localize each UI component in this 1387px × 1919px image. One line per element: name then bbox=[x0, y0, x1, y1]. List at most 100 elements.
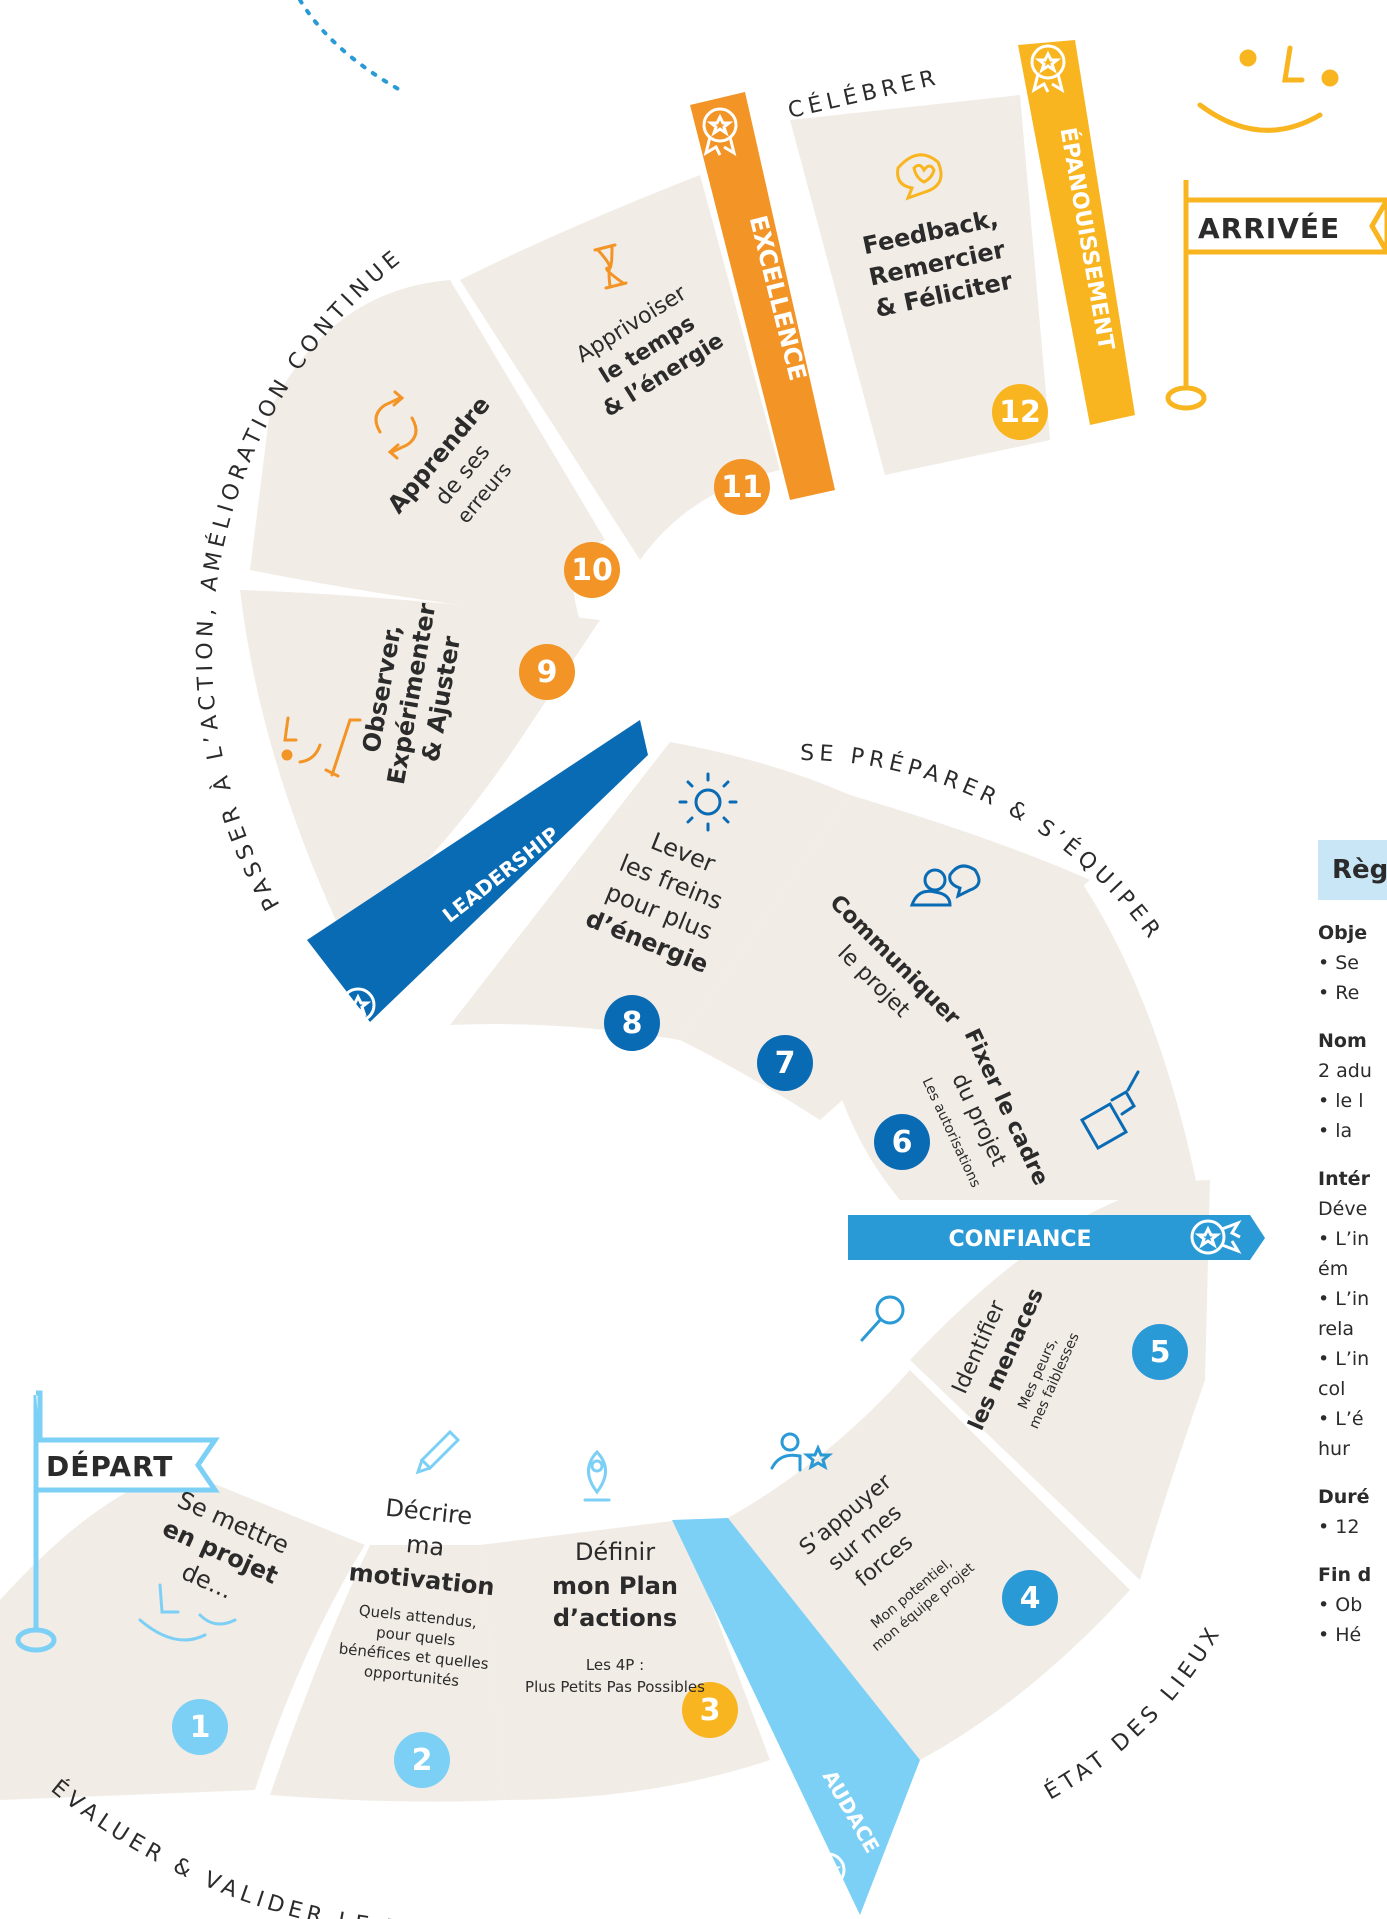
rules-item: • la bbox=[1318, 1120, 1353, 1142]
rules-fin: Fin d • Ob • Hé bbox=[1318, 1560, 1387, 1650]
step-number-4: 4 bbox=[1020, 1581, 1041, 1616]
card-2 bbox=[270, 1545, 505, 1802]
confiance-label: CONFIANCE bbox=[948, 1227, 1091, 1252]
step-number-8: 8 bbox=[622, 1006, 643, 1041]
smile-logo-icon bbox=[1197, 45, 1339, 133]
card-5 bbox=[910, 1180, 1210, 1580]
rules-interet: Intér Déve • L’in ém • L’in rela • L’in … bbox=[1318, 1164, 1387, 1464]
award-icon bbox=[324, 987, 376, 1023]
step-9-text: Observer, Expérimenter & Ajuster bbox=[357, 601, 466, 787]
number-circle-6 bbox=[874, 1114, 930, 1170]
svg-text:d’actions: d’actions bbox=[553, 1604, 677, 1632]
card-1 bbox=[0, 1470, 365, 1800]
award-icon bbox=[702, 107, 738, 157]
rules-item: • Hé bbox=[1318, 1624, 1362, 1646]
confiance-ribbon: CONFIANCE bbox=[848, 1215, 1265, 1260]
rules-item: • L’in bbox=[1318, 1348, 1370, 1370]
svg-text:Plus Petits Pas Possibles: Plus Petits Pas Possibles bbox=[525, 1678, 705, 1696]
number-circle-5 bbox=[1132, 1324, 1188, 1380]
arrivee-flag: ARRIVÉE bbox=[1165, 180, 1387, 411]
rules-heading: Fin d bbox=[1318, 1564, 1372, 1586]
rules-item: • Se bbox=[1318, 952, 1359, 974]
rules-objectif: Obje • Se • Re bbox=[1318, 918, 1387, 1008]
svg-text:ma: ma bbox=[405, 1530, 446, 1562]
rules-item: • Ob bbox=[1318, 1594, 1363, 1616]
number-circle-7 bbox=[757, 1035, 813, 1091]
number-circle-9 bbox=[519, 644, 575, 700]
number-circle-4 bbox=[1002, 1570, 1058, 1626]
rules-nombre: Nom 2 adu • le l • la bbox=[1318, 1026, 1387, 1146]
rules-heading: Nom bbox=[1318, 1030, 1367, 1052]
map-pin-icon bbox=[583, 1449, 611, 1502]
rules-heading: Duré bbox=[1318, 1486, 1370, 1508]
svg-text:Définir: Définir bbox=[575, 1538, 655, 1566]
rules-heading: Intér bbox=[1318, 1168, 1370, 1190]
refresh-icon bbox=[374, 390, 418, 460]
award-icon bbox=[810, 1852, 846, 1902]
rules-item: • le l bbox=[1318, 1090, 1364, 1112]
rules-duree: Duré • 12 bbox=[1318, 1482, 1387, 1542]
rules-title: Règ bbox=[1318, 840, 1387, 900]
paint-can-icon bbox=[1079, 1070, 1140, 1151]
depart-flag: DÉPART bbox=[15, 1390, 220, 1653]
step-number-11: 11 bbox=[721, 470, 763, 505]
smile-brush-icon bbox=[281, 716, 362, 778]
rules-item: ém bbox=[1318, 1258, 1349, 1280]
step-number-7: 7 bbox=[775, 1046, 796, 1081]
pencil-icon bbox=[415, 1429, 461, 1475]
rules-item: hur bbox=[1318, 1438, 1350, 1460]
card-10 bbox=[250, 280, 605, 620]
hourglass-icon bbox=[593, 243, 628, 290]
depart-label: DÉPART bbox=[46, 1449, 173, 1483]
rules-item: • L’in bbox=[1318, 1288, 1370, 1310]
number-circle-1 bbox=[172, 1699, 228, 1755]
user-star-icon bbox=[770, 1432, 834, 1472]
card-11 bbox=[460, 175, 780, 560]
rules-item: 2 adu bbox=[1318, 1060, 1372, 1082]
number-circle-3 bbox=[682, 1682, 738, 1738]
rules-item: col bbox=[1318, 1378, 1346, 1400]
step-number-9: 9 bbox=[537, 655, 558, 690]
rules-item: • Re bbox=[1318, 982, 1360, 1004]
arrivee-label: ARRIVÉE bbox=[1198, 211, 1340, 245]
svg-text:Décrire: Décrire bbox=[384, 1494, 474, 1531]
card-8 bbox=[450, 742, 850, 1040]
step-number-10: 10 bbox=[571, 553, 613, 588]
card-6 bbox=[830, 880, 1200, 1200]
card-9 bbox=[240, 590, 600, 940]
magnifier-icon bbox=[860, 1295, 905, 1342]
step-number-6: 6 bbox=[892, 1125, 913, 1160]
step-3-text: Définir mon Plan d’actions Les 4P : Plus… bbox=[525, 1538, 705, 1696]
number-circle-12 bbox=[992, 384, 1048, 440]
number-circle-2 bbox=[394, 1732, 450, 1788]
rules-item: • L’é bbox=[1318, 1408, 1364, 1430]
svg-text:Les 4P :: Les 4P : bbox=[586, 1656, 644, 1674]
step-number-2: 2 bbox=[412, 1743, 433, 1778]
rules-item: • 12 bbox=[1318, 1516, 1360, 1538]
heart-bubble-icon bbox=[896, 153, 943, 201]
svg-text:mon Plan: mon Plan bbox=[552, 1572, 678, 1600]
step-number-3: 3 bbox=[700, 1693, 721, 1728]
smile-icon bbox=[138, 1583, 237, 1642]
number-circle-10 bbox=[564, 542, 620, 598]
award-icon bbox=[1030, 44, 1066, 94]
audace-ribbon: AUDACE bbox=[672, 1518, 920, 1915]
step-numbers: 1 2 3 4 5 6 7 8 9 10 11 12 bbox=[172, 384, 1188, 1788]
rules-item: rela bbox=[1318, 1318, 1355, 1340]
card-12 bbox=[790, 95, 1050, 475]
rules-item: • L’in bbox=[1318, 1228, 1370, 1250]
speech-people-icon bbox=[909, 864, 981, 907]
award-icon bbox=[1190, 1219, 1242, 1255]
card-4 bbox=[728, 1370, 1130, 1760]
sun-icon bbox=[678, 772, 738, 832]
step-number-1: 1 bbox=[190, 1710, 211, 1745]
step-number-12: 12 bbox=[999, 395, 1041, 430]
rules-item: Déve bbox=[1318, 1198, 1368, 1220]
step-8-text: Lever les freins pour plus d’énergie bbox=[582, 827, 727, 979]
step-number-5: 5 bbox=[1150, 1335, 1171, 1370]
rules-heading: Obje bbox=[1318, 922, 1368, 944]
number-circle-11 bbox=[714, 459, 770, 515]
dotted-path bbox=[298, 0, 402, 92]
rules-panel: Règ Obje • Se • Re Nom 2 adu • le l • la… bbox=[1318, 840, 1387, 1650]
